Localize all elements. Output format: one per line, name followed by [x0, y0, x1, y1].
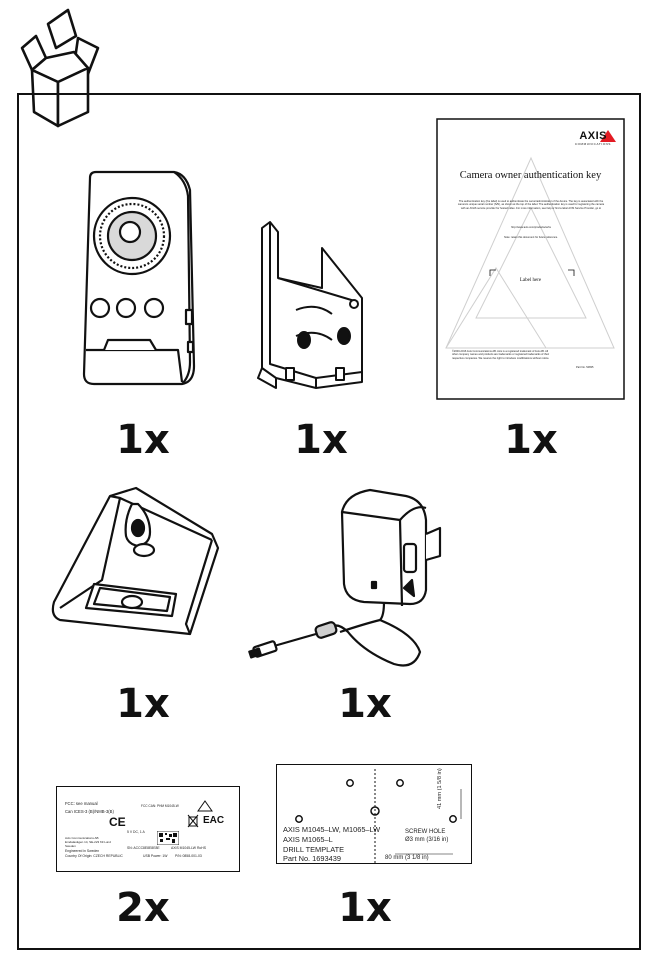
authentication-key-quantity: 1x — [504, 417, 558, 463]
camera-stand-quantity: 1x — [116, 681, 170, 727]
document-footer: ©2000-2016 Axis Communications AB. Axis … — [452, 350, 550, 360]
label-here-text: Label here — [519, 278, 542, 283]
document-keep-note: Note: retain this document for future re… — [504, 236, 558, 239]
product-label-quantity: 2x — [116, 885, 170, 931]
label-model: AXIS M1045-LW RoHS — [171, 846, 206, 850]
drill-hole-marks — [295, 769, 462, 863]
document-url: http://www.axis.com/products/avhs — [511, 226, 551, 229]
mounting-bracket-quantity: 1x — [294, 417, 348, 463]
camera-illustration — [82, 170, 196, 386]
label-power: 5 V DC, 1 A — [127, 830, 145, 834]
document-part-number: Part No. 54835 — [576, 366, 594, 369]
qr-code-icon — [157, 831, 179, 845]
label-fcc-id: FCC CAN: PHM M1045-W — [141, 804, 179, 808]
label-origin: Country Of Origin: CZECH REPUBLIC — [65, 854, 123, 858]
document-title: Camera owner authentication key — [459, 170, 602, 181]
label-ices-line: Can ICES-3 (B)/NMB-3(B) — [65, 809, 114, 814]
label-maker-country: Sweden — [65, 844, 76, 848]
template-part-number: Part No. 1693439 — [283, 854, 341, 863]
template-model-line-2: AXIS M1065–L — [283, 835, 333, 844]
horizontal-dimension: 80 mm (3 1/8 in) — [385, 855, 429, 861]
label-usb: USB Power: 1W — [143, 854, 168, 858]
template-title: DRILL TEMPLATE — [283, 845, 345, 854]
label-maker-address: Emdalavägen 14, SE-223 69 Lund — [65, 840, 111, 844]
label-serial: SN: ACCC8E8E8E8E — [127, 846, 160, 850]
vertical-dimension: 41 mm (1 5/8 in) — [437, 768, 443, 809]
template-model-line-1: AXIS M1045–LW, M1065–LW — [283, 825, 381, 834]
mounting-bracket-illustration — [257, 221, 363, 389]
recycling-and-weee-icons — [187, 800, 213, 828]
camera-quantity: 1x — [116, 417, 170, 463]
screw-hole-label: SCREW HOLE — [405, 829, 446, 835]
package-contents-frame — [17, 93, 641, 950]
drill-template: AXIS M1045–LW, M1065–LW AXIS M1065–L DRI… — [276, 764, 472, 864]
eac-mark: EAC — [203, 815, 225, 826]
document-body: The authentication key (the label) is us… — [457, 200, 605, 210]
label-pn: P/N: 0858-001-03 — [175, 854, 202, 858]
label-fcc-line: FCC: see manual — [65, 801, 98, 806]
authentication-key-document: AXIS COMMUNICATIONS Camera owner authent… — [436, 118, 625, 400]
drill-template-quantity: 1x — [338, 885, 392, 931]
label-maker: Axis Communications AB — [65, 836, 99, 840]
axis-logo: AXIS — [579, 130, 607, 142]
power-adapter-illustration — [248, 488, 442, 667]
screw-hole-size: Ø3 mm (3/16 in) — [405, 837, 449, 843]
power-adapter-quantity: 1x — [338, 681, 392, 727]
ce-mark: CE — [109, 815, 126, 829]
open-box-icon — [20, 8, 100, 128]
product-label: FCC: see manual Can ICES-3 (B)/NMB-3(B) … — [56, 786, 240, 872]
camera-stand-illustration — [51, 486, 220, 636]
label-engineered: Engineered in Sweden — [65, 849, 100, 853]
axis-logo-subtitle: COMMUNICATIONS — [574, 142, 611, 146]
